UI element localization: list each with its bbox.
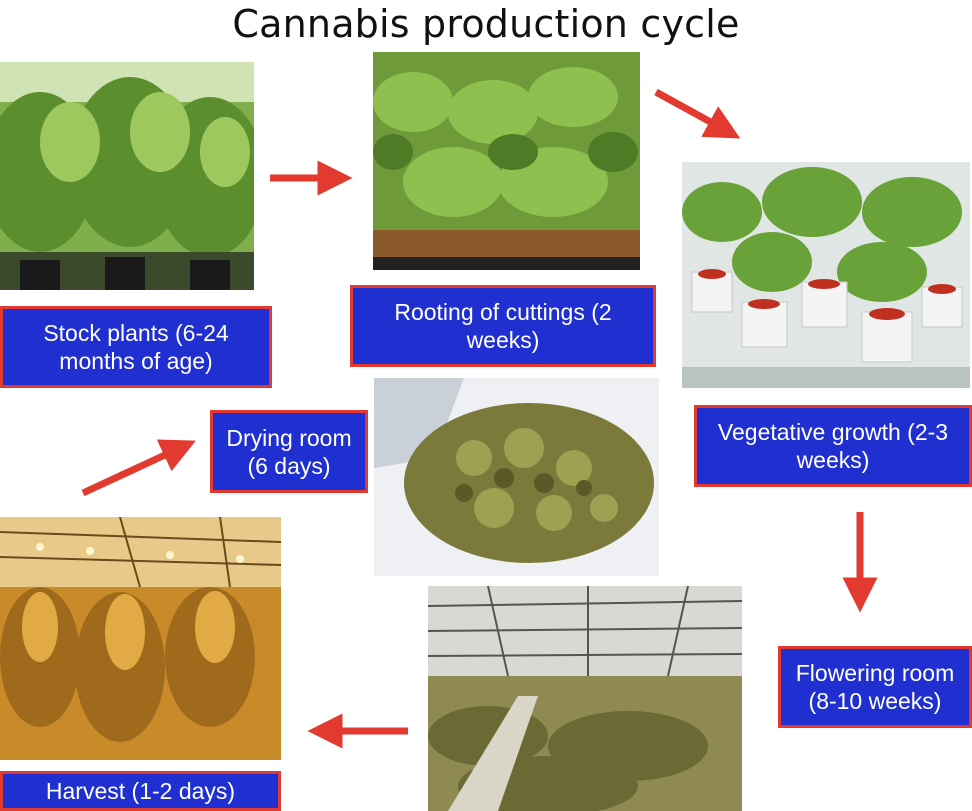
stage-label-harvest: Harvest (1-2 days) bbox=[0, 771, 281, 811]
arrow-harvest-to-drying bbox=[81, 439, 196, 497]
stage-label-drying-room: Drying room (6 days) bbox=[210, 410, 368, 493]
dried-buds-photo bbox=[374, 378, 659, 576]
stage-label-rooting-cuttings: Rooting of cuttings (2 weeks) bbox=[350, 285, 656, 367]
stage-label-vegetative-growth: Vegetative growth (2-3 weeks) bbox=[694, 405, 972, 487]
flowering-greenhouse-photo bbox=[428, 586, 742, 811]
stage-label-flowering-room: Flowering room (8-10 weeks) bbox=[778, 646, 972, 728]
stock-plants-photo bbox=[0, 62, 254, 290]
vegetative-growth-photo bbox=[682, 162, 970, 388]
rooting-cuttings-photo bbox=[373, 52, 640, 270]
arrow-rooting-to-vegetative bbox=[654, 88, 741, 139]
diagram-title: Cannabis production cycle bbox=[232, 2, 740, 46]
stage-label-stock-plants: Stock plants (6-24 months of age) bbox=[0, 306, 272, 388]
harvest-greenhouse-photo bbox=[0, 517, 281, 760]
